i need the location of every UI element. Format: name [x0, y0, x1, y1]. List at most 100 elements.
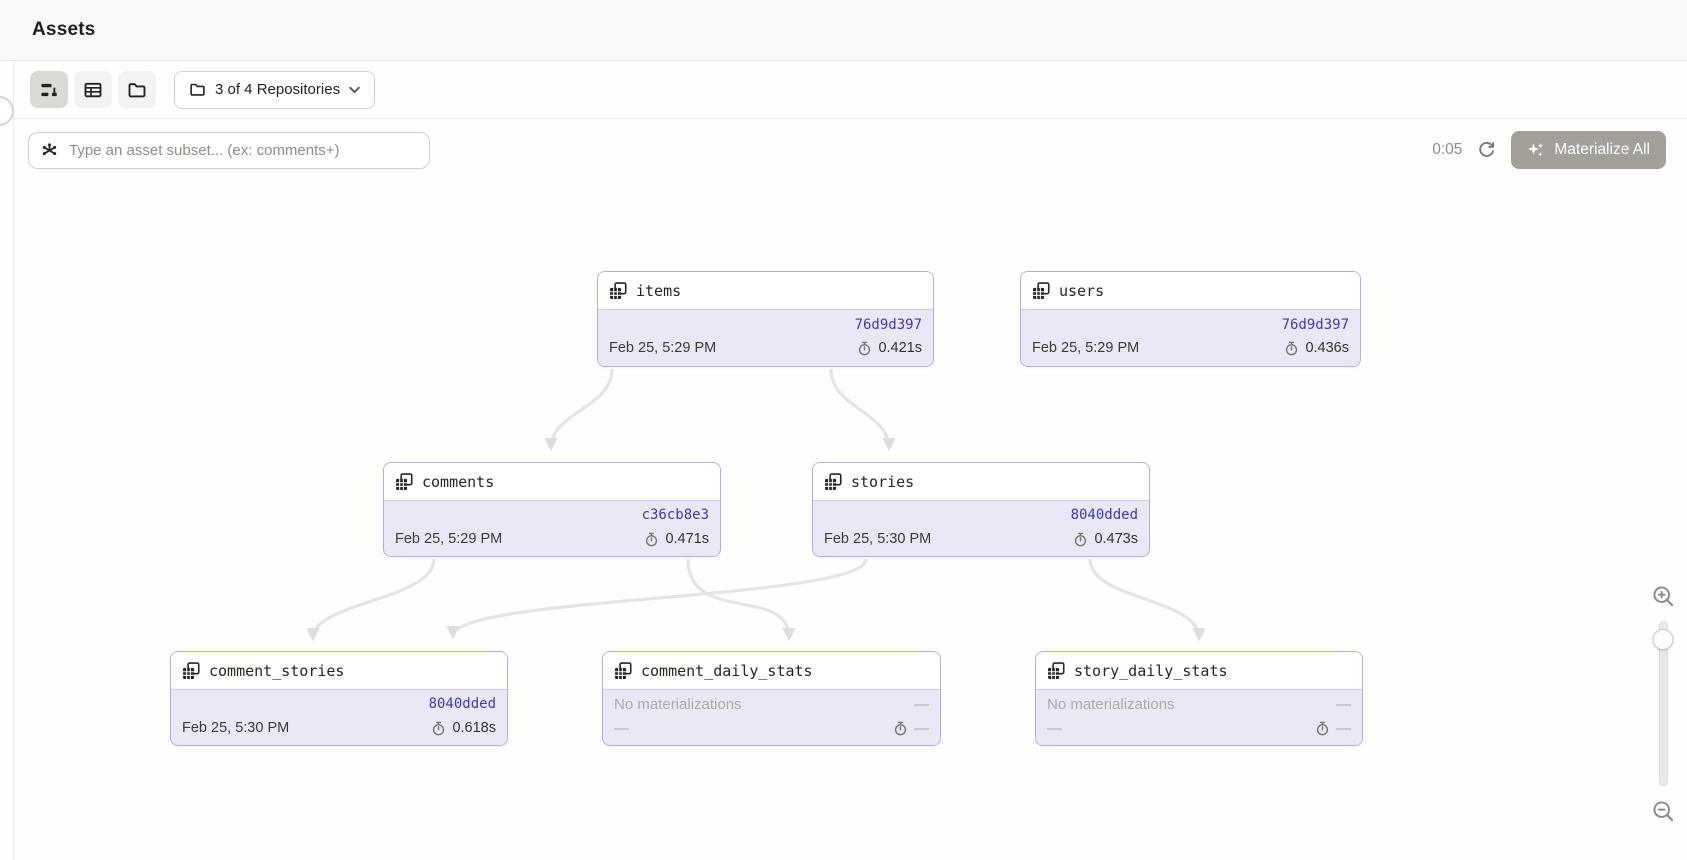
stopwatch-icon [1073, 532, 1088, 547]
stopwatch-icon [431, 721, 446, 736]
page-title: Assets [32, 19, 96, 40]
materialization-row: No materializations — [1047, 693, 1351, 716]
timing-row: Feb 25, 5:29 PM 0.471s [395, 528, 709, 551]
asset-subset-icon [41, 142, 58, 159]
edge-comments-to-comment_daily_stats [686, 558, 796, 642]
sparkles-icon [1527, 141, 1545, 159]
stopwatch-icon [893, 721, 908, 736]
materialize-all-button[interactable]: Materialize All [1511, 131, 1666, 169]
materialization-duration: 0.421s [857, 337, 922, 360]
graph-toolbar: 0:05 Materialize All [0, 119, 1687, 181]
asset-node-name: story_daily_stats [1074, 661, 1228, 680]
asset-node-header[interactable]: comments [384, 463, 720, 500]
materialization-hash-link[interactable]: — [1336, 696, 1351, 714]
graph-toolbar-right: 0:05 Materialize All [1432, 131, 1666, 169]
refresh-timer: 0:05 [1432, 141, 1463, 158]
chevron-down-icon [349, 86, 360, 94]
refresh-button[interactable] [1475, 139, 1498, 162]
table-view-button[interactable] [74, 71, 112, 108]
zoom-out-button[interactable] [1650, 798, 1676, 824]
asset-node-comments[interactable]: comments c36cb8e3 Feb 25, 5:29 PM [383, 462, 721, 557]
materialization-hash-link[interactable]: 8040dded [1070, 507, 1138, 524]
materialization-hash-link[interactable]: c36cb8e3 [641, 507, 709, 524]
repository-filter-label: 3 of 4 Repositories [215, 81, 341, 98]
duration-value: 0.471s [665, 530, 709, 547]
timing-row: Feb 25, 5:30 PM 0.618s [182, 717, 496, 740]
asset-node-header[interactable]: comment_daily_stats [603, 652, 940, 689]
zoom-in-button[interactable] [1650, 583, 1676, 609]
asset-table-icon [182, 661, 200, 680]
materialization-date: Feb 25, 5:29 PM [609, 340, 717, 357]
timing-row: Feb 25, 5:30 PM 0.473s [824, 528, 1138, 551]
asset-table-icon [395, 472, 413, 491]
materialization-row: No materializations — [614, 693, 929, 716]
folder-icon [127, 80, 147, 100]
repository-filter-dropdown[interactable]: 3 of 4 Repositories [174, 70, 376, 109]
duration-value: 0.421s [878, 340, 922, 357]
asset-table-icon [614, 661, 632, 680]
materialization-date: Feb 25, 5:30 PM [824, 530, 932, 547]
page-header: Assets [0, 0, 1687, 61]
asset-node-name: comment_stories [209, 661, 345, 680]
graph-view-button[interactable] [30, 71, 68, 108]
view-toolbar: 3 of 4 Repositories [0, 61, 1687, 119]
materialization-hash-link[interactable]: — [914, 696, 929, 714]
asset-node-header[interactable]: stories [813, 463, 1149, 500]
duration-value: — [1336, 719, 1351, 737]
asset-node-body: 8040dded Feb 25, 5:30 PM 0.618s [171, 689, 507, 745]
asset-node-body: No materializations — — — [1036, 689, 1362, 745]
timing-row: — — [614, 717, 929, 740]
asset-node-comment_daily_stats[interactable]: comment_daily_stats No materializations … [602, 651, 941, 746]
stopwatch-icon [857, 341, 872, 356]
asset-subset-search[interactable] [28, 131, 430, 169]
asset-table-icon [1032, 281, 1050, 300]
asset-node-body: c36cb8e3 Feb 25, 5:29 PM 0.471s [384, 500, 720, 556]
folder-view-button[interactable] [118, 71, 156, 108]
asset-node-stories[interactable]: stories 8040dded Feb 25, 5:30 PM [812, 462, 1150, 557]
edge-items-to-stories [829, 368, 896, 452]
refresh-icon [1477, 141, 1496, 160]
zoom-slider-track[interactable] [1652, 621, 1674, 786]
zoom-in-icon [1650, 583, 1676, 609]
materialization-date: — [614, 719, 629, 737]
materialize-all-label: Materialize All [1554, 141, 1650, 158]
materialization-row: 76d9d397 [1032, 314, 1349, 337]
materialization-row: 8040dded [824, 504, 1138, 527]
duration-value: 0.436s [1305, 340, 1349, 357]
duration-value: 0.618s [452, 719, 496, 736]
stopwatch-icon [644, 532, 659, 547]
asset-node-name: users [1059, 281, 1105, 300]
materialization-duration: 0.436s [1284, 337, 1349, 360]
asset-node-body: 8040dded Feb 25, 5:30 PM 0.473s [813, 500, 1149, 556]
table-view-icon [83, 80, 103, 100]
zoom-out-icon [1650, 798, 1676, 824]
asset-node-story_daily_stats[interactable]: story_daily_stats No materializations — … [1035, 651, 1363, 746]
materialization-duration: — [893, 717, 929, 740]
asset-table-icon [824, 472, 842, 491]
asset-node-name: comment_daily_stats [641, 661, 813, 680]
materialization-hash-link[interactable]: 8040dded [428, 696, 496, 713]
asset-node-name: items [636, 281, 682, 300]
materialization-row: 76d9d397 [609, 314, 922, 337]
asset-node-name: comments [422, 472, 495, 491]
asset-node-users[interactable]: users 76d9d397 Feb 25, 5:29 PM 0 [1020, 271, 1361, 367]
edge-items-to-comments [544, 368, 614, 452]
materialization-hash-link[interactable]: 76d9d397 [1281, 316, 1349, 333]
timing-row: Feb 25, 5:29 PM 0.421s [609, 337, 922, 360]
materialization-row: c36cb8e3 [395, 504, 709, 527]
asset-node-header[interactable]: story_daily_stats [1036, 652, 1362, 689]
zoom-slider-handle[interactable] [1652, 629, 1674, 650]
duration-value: — [914, 719, 929, 737]
asset-node-body: No materializations — — — [603, 689, 940, 745]
left-rail-divider [13, 61, 14, 860]
asset-graph-view-icon [39, 80, 59, 100]
asset-node-items[interactable]: items 76d9d397 Feb 25, 5:29 PM 0 [597, 271, 934, 367]
asset-node-header[interactable]: comment_stories [171, 652, 507, 689]
materialization-hash-link[interactable]: 76d9d397 [854, 316, 922, 333]
edge-stories-to-comment_stories [446, 558, 868, 640]
asset-node-header[interactable]: users [1021, 272, 1360, 309]
asset-node-comment_stories[interactable]: comment_stories 8040dded Feb 25, 5:30 PM [170, 651, 508, 746]
asset-node-header[interactable]: items [598, 272, 933, 309]
asset-subset-input[interactable] [67, 140, 417, 160]
